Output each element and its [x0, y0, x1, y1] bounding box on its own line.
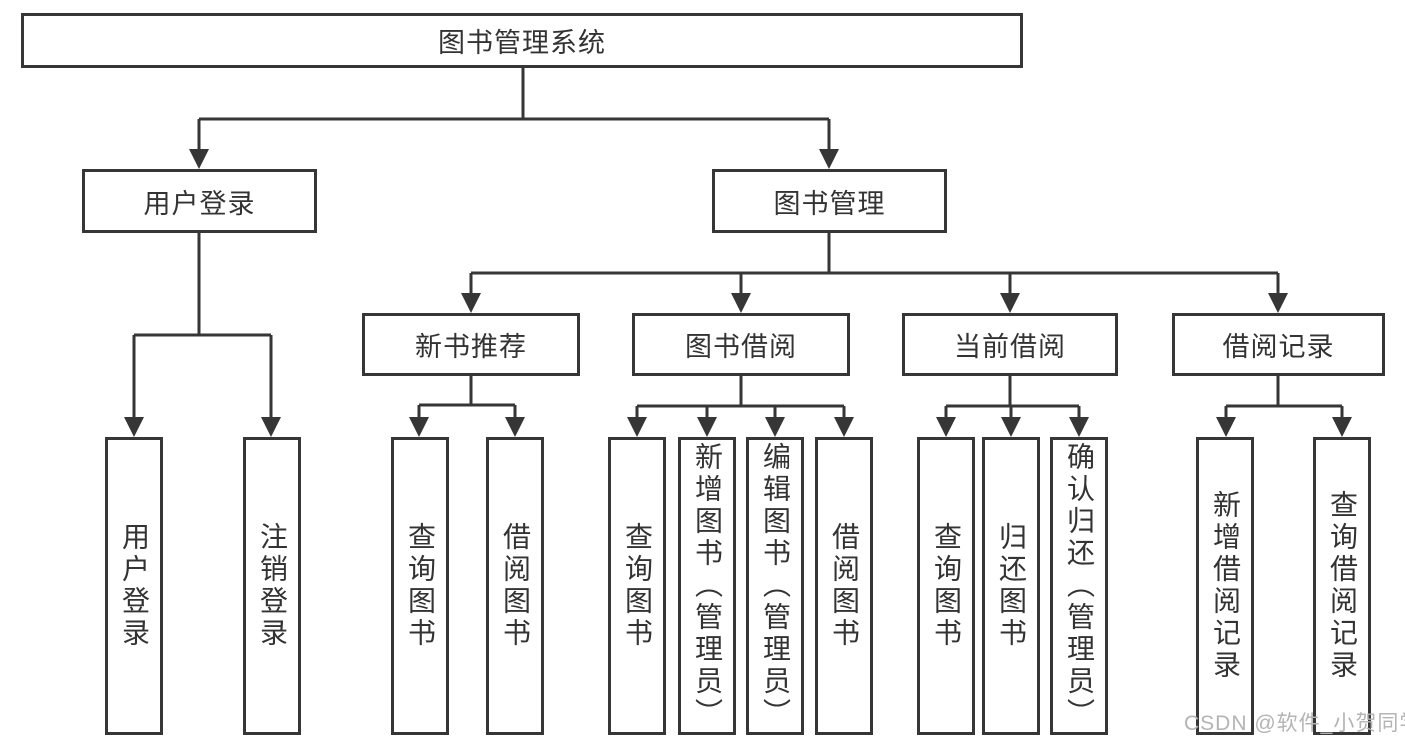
node-label: 新书推荐 [415, 332, 527, 362]
leaf-label: 借阅图书 [500, 522, 531, 650]
leaf-label: 注销登录 [257, 522, 288, 650]
connector-current-to-leaves [936, 376, 1089, 437]
connector-records-to-leaves [1216, 376, 1352, 437]
node-label: 借阅记录 [1222, 332, 1335, 362]
leaf-label: 确认归还（管理员） [1064, 442, 1095, 730]
leaf-add-borrow-record: 新增借阅记录 [1196, 437, 1254, 735]
leaf-label: 借阅图书 [829, 522, 860, 650]
leaf-label: 归还图书 [996, 522, 1027, 650]
node-user-login: 用户登录 [82, 169, 317, 233]
leaf-confirm-return-admin: 确认归还（管理员） [1050, 437, 1108, 735]
leaf-user-login: 用户登录 [105, 437, 163, 735]
connector-borrow-to-leaves [627, 376, 854, 437]
node-label: 图书管理系统 [438, 28, 606, 58]
node-book-borrow: 图书借阅 [632, 313, 850, 376]
leaf-label: 用户登录 [119, 522, 150, 650]
leaf-borrow-books: 借阅图书 [815, 437, 873, 735]
connector-new-book-to-leaves [409, 376, 525, 437]
leaf-label: 编辑图书（管理员） [760, 442, 791, 730]
node-label: 用户登录 [143, 188, 256, 219]
leaf-edit-books-admin: 编辑图书（管理员） [746, 437, 804, 735]
node-label: 图书管理 [773, 188, 886, 219]
leaf-return-books: 归还图书 [982, 437, 1040, 735]
leaf-query-borrow-record: 查询借阅记录 [1313, 437, 1371, 735]
leaf-query-books-current: 查询图书 [917, 437, 975, 735]
leaf-query-books-borrow: 查询图书 [608, 437, 666, 735]
node-borrow-records: 借阅记录 [1172, 313, 1385, 376]
connector-book-management-to-level3 [461, 233, 1288, 313]
node-label: 当前借阅 [954, 332, 1066, 362]
node-label: 图书借阅 [685, 332, 797, 362]
leaf-add-books-admin: 新增图书（管理员） [678, 437, 736, 735]
connector-user-login-to-leaves [124, 233, 281, 437]
leaf-logout: 注销登录 [243, 437, 301, 735]
node-current-borrow: 当前借阅 [902, 313, 1118, 376]
leaf-label: 查询借阅记录 [1327, 490, 1358, 682]
leaf-label: 新增图书（管理员） [692, 442, 723, 730]
leaf-label: 查询图书 [622, 522, 653, 650]
connector-root-to-level2 [189, 68, 839, 169]
node-new-book-recommend: 新书推荐 [362, 313, 580, 376]
leaf-borrow-books-recommend: 借阅图书 [486, 437, 544, 735]
leaf-query-books-recommend: 查询图书 [391, 437, 449, 735]
leaf-label: 新增借阅记录 [1210, 490, 1241, 682]
node-book-management: 图书管理 [712, 169, 947, 233]
leaf-label: 查询图书 [405, 522, 436, 650]
leaf-label: 查询图书 [931, 522, 962, 650]
watermark: CSDN @软件_小贺同学 [1184, 712, 1405, 735]
node-library-management-system: 图书管理系统 [21, 13, 1023, 68]
